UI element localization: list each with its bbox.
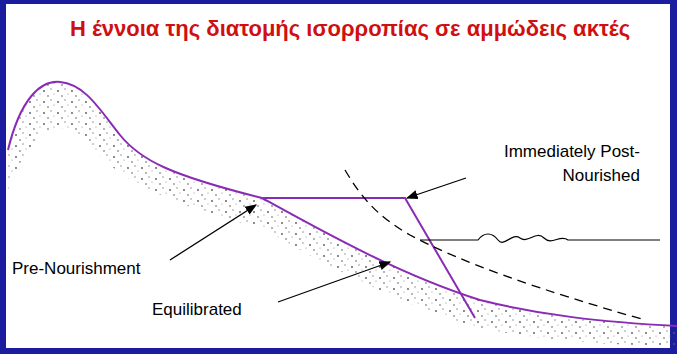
- leader-line: [278, 262, 390, 302]
- equilibrated-profile: [345, 170, 645, 320]
- callout-label: Equilibrated: [150, 298, 244, 322]
- water-line: [420, 234, 660, 242]
- post-nourished-profile: [262, 198, 475, 318]
- pre-nourishment-profile: [8, 82, 677, 326]
- callout-label: Pre-Nourishment: [10, 257, 143, 281]
- slide-title: Η έννοια της διατομής ισορροπίας σε αμμώ…: [60, 16, 640, 42]
- sand-stipple: [8, 82, 677, 346]
- leader-line: [170, 205, 256, 260]
- leader-line: [407, 178, 466, 198]
- callout-label: Immediately Post-Nourished: [468, 140, 642, 188]
